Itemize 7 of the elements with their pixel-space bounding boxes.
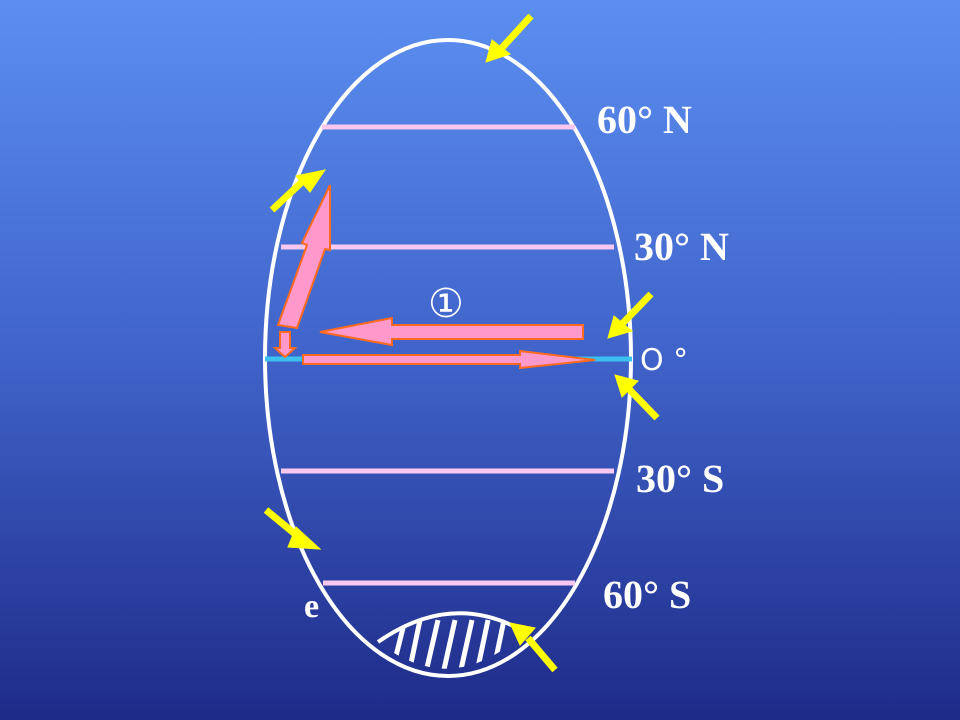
latitude-label: 30° N xyxy=(634,227,729,267)
latitude-label: 60° S xyxy=(603,575,692,615)
callout-number: ① xyxy=(428,284,464,324)
point-label: e xyxy=(304,590,320,624)
latitude-label: O ° xyxy=(640,346,688,376)
latitude-label: 30° S xyxy=(636,459,724,499)
latitude-label: 60° N xyxy=(597,100,692,140)
